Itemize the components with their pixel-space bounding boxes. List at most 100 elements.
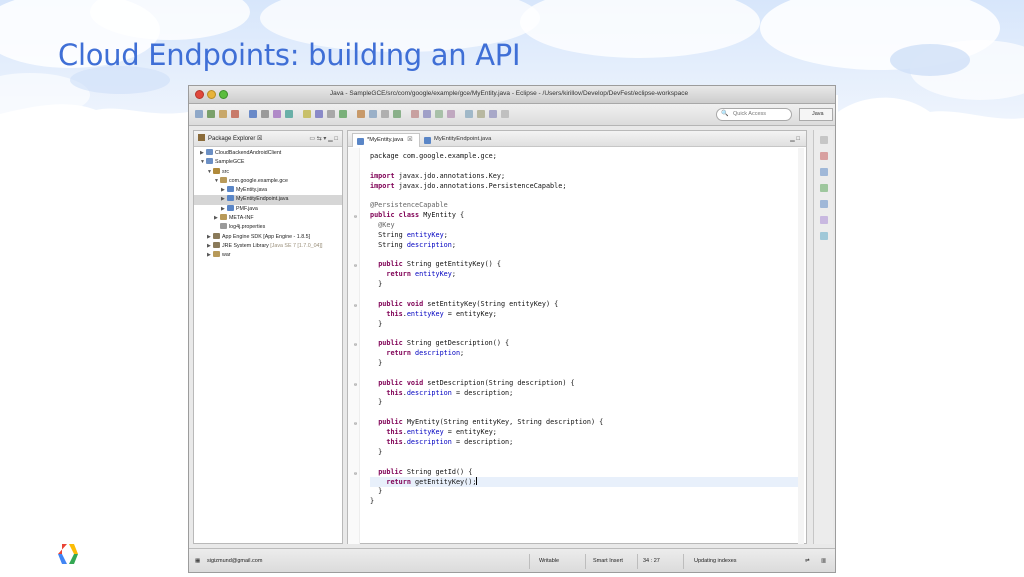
tree-item[interactable]: ▶META-INF bbox=[194, 214, 342, 223]
new-class-icon[interactable] bbox=[303, 110, 311, 118]
problems-icon[interactable] bbox=[820, 200, 828, 208]
code-line[interactable] bbox=[370, 458, 800, 468]
fold-toggle-icon[interactable]: ⊖ bbox=[354, 302, 358, 309]
collapsed-twisty-icon[interactable]: ▶ bbox=[221, 205, 225, 212]
fold-toggle-icon[interactable]: ⊖ bbox=[354, 214, 358, 221]
pin-icon[interactable] bbox=[423, 110, 431, 118]
toggle-mark-icon[interactable] bbox=[435, 110, 443, 118]
collapsed-twisty-icon[interactable]: ▶ bbox=[221, 187, 225, 194]
task-icon[interactable] bbox=[339, 110, 347, 118]
code-line[interactable]: } bbox=[370, 448, 800, 458]
tree-item[interactable]: ▼SampleGCE bbox=[194, 158, 342, 167]
code-line[interactable]: this.entityKey = entityKey; bbox=[370, 310, 800, 320]
tree-item[interactable]: ▶CloudBackendAndroidClient bbox=[194, 149, 342, 158]
java-perspective-button[interactable]: Java bbox=[799, 108, 833, 121]
collapsed-twisty-icon[interactable]: ▶ bbox=[207, 242, 211, 249]
minimize-panel-icon[interactable]: ▁ bbox=[328, 136, 333, 142]
fold-toggle-icon[interactable]: ⊖ bbox=[354, 342, 358, 349]
code-line[interactable]: ⊖ public String getId() { bbox=[354, 468, 800, 478]
fold-toggle-icon[interactable]: ⊖ bbox=[354, 263, 358, 270]
code-line[interactable]: ⊖public class MyEntity { bbox=[354, 211, 800, 221]
tree-item[interactable]: log4j.properties bbox=[194, 223, 342, 232]
collapse-all-icon[interactable]: ▭ bbox=[309, 136, 316, 142]
code-line[interactable]: @Key bbox=[370, 221, 800, 231]
code-line[interactable]: ⊖ public void setDescription(String desc… bbox=[354, 379, 800, 389]
minimize-window-button[interactable] bbox=[207, 90, 216, 99]
code-line[interactable] bbox=[370, 329, 800, 339]
code-line[interactable]: ⊖ public void setEntityKey(String entity… bbox=[354, 300, 800, 310]
tree-item[interactable]: ▶MyEntityEndpoint.java bbox=[194, 195, 342, 205]
tree-item[interactable]: ▶MyEntity.java bbox=[194, 186, 342, 195]
console-icon[interactable] bbox=[820, 184, 828, 192]
quick-access-input[interactable]: Quick Access bbox=[716, 108, 792, 121]
code-line[interactable] bbox=[370, 191, 800, 201]
code-line[interactable] bbox=[370, 251, 800, 261]
fold-toggle-icon[interactable]: ⊖ bbox=[354, 421, 358, 428]
prev-annotation-icon[interactable] bbox=[381, 110, 389, 118]
tree-item[interactable]: ▼com.google.example.gce bbox=[194, 176, 342, 186]
view-menu-icon[interactable]: ▾ bbox=[323, 136, 327, 142]
save-icon[interactable] bbox=[207, 110, 215, 118]
collapsed-twisty-icon[interactable]: ▶ bbox=[207, 233, 211, 240]
close-tab-icon[interactable]: ☒ bbox=[407, 137, 413, 143]
code-line[interactable]: } bbox=[370, 398, 800, 408]
print-icon[interactable] bbox=[219, 110, 227, 118]
code-line[interactable]: package com.google.example.gce; bbox=[370, 152, 800, 162]
code-line[interactable]: } bbox=[370, 359, 800, 369]
code-line[interactable]: return description; bbox=[370, 349, 800, 359]
collapsed-twisty-icon[interactable]: ▶ bbox=[207, 252, 211, 259]
collapsed-twisty-icon[interactable]: ▶ bbox=[214, 215, 218, 222]
tree-item[interactable]: ▶JRE System Library [Java SE 7 [1.7.0_04… bbox=[194, 241, 342, 251]
collapsed-twisty-icon[interactable]: ▶ bbox=[221, 196, 225, 203]
code-line[interactable]: String entityKey; bbox=[370, 231, 800, 241]
tree-item[interactable]: ▼src bbox=[194, 167, 342, 177]
new-package-icon[interactable] bbox=[285, 110, 293, 118]
code-line[interactable]: ⊖ public String getDescription() { bbox=[354, 339, 800, 349]
javadoc-icon[interactable] bbox=[820, 216, 828, 224]
refresh-icon[interactable] bbox=[501, 110, 509, 118]
code-line[interactable]: } bbox=[370, 320, 800, 330]
search-icon[interactable] bbox=[327, 110, 335, 118]
progress-icon[interactable]: ⇌ bbox=[805, 558, 810, 564]
outline-icon[interactable] bbox=[820, 168, 828, 176]
collapsed-twisty-icon[interactable]: ▶ bbox=[200, 150, 204, 156]
code-line[interactable]: this.entityKey = entityKey; bbox=[370, 428, 800, 438]
expanded-twisty-icon[interactable]: ▼ bbox=[214, 177, 219, 184]
expanded-twisty-icon[interactable]: ▼ bbox=[207, 168, 212, 175]
task-list-icon[interactable] bbox=[820, 152, 828, 160]
code-line[interactable]: } bbox=[370, 487, 800, 497]
tab-myentityendpoint-java[interactable]: MyEntityEndpoint.java bbox=[420, 133, 497, 147]
external-tools-icon[interactable] bbox=[261, 110, 269, 118]
open-type-icon[interactable] bbox=[315, 110, 323, 118]
code-line[interactable]: } bbox=[370, 280, 800, 290]
code-line[interactable]: @PersistenceCapable bbox=[370, 201, 800, 211]
editor-minimize-maximize-icons[interactable]: ▁ □ bbox=[790, 136, 800, 142]
show-whitespace-icon[interactable] bbox=[477, 110, 485, 118]
code-line[interactable] bbox=[370, 290, 800, 300]
forward-icon[interactable] bbox=[411, 110, 419, 118]
declaration-icon[interactable] bbox=[820, 232, 828, 240]
new-icon[interactable] bbox=[195, 110, 203, 118]
code-line[interactable] bbox=[370, 162, 800, 172]
progress-view-icon[interactable]: ▥ bbox=[821, 558, 827, 564]
expanded-twisty-icon[interactable]: ▼ bbox=[200, 159, 205, 166]
package-explorer-tab[interactable]: Package Explorer ☒ bbox=[198, 134, 262, 142]
zoom-window-button[interactable] bbox=[219, 90, 228, 99]
code-area[interactable]: package com.google.example.gce; import ja… bbox=[354, 152, 800, 507]
close-window-button[interactable] bbox=[195, 90, 204, 99]
code-line[interactable]: this.description = description; bbox=[370, 389, 800, 399]
fold-toggle-icon[interactable]: ⊖ bbox=[354, 470, 358, 477]
tree-item[interactable]: ▶App Engine SDK [App Engine - 1.8.5] bbox=[194, 232, 342, 242]
code-line[interactable]: import javax.jdo.annotations.Key; bbox=[370, 172, 800, 182]
block-select-icon[interactable] bbox=[465, 110, 473, 118]
fold-toggle-icon[interactable]: ⊖ bbox=[354, 381, 358, 388]
back-icon[interactable] bbox=[393, 110, 401, 118]
format-icon[interactable] bbox=[489, 110, 497, 118]
code-line[interactable] bbox=[370, 369, 800, 379]
overview-ruler[interactable] bbox=[798, 148, 804, 544]
debug-icon[interactable] bbox=[231, 110, 239, 118]
tree-item[interactable]: ▶war bbox=[194, 251, 342, 260]
new-java-project-icon[interactable] bbox=[273, 110, 281, 118]
restore-icon[interactable] bbox=[820, 136, 828, 144]
code-line[interactable]: return entityKey; bbox=[370, 270, 800, 280]
